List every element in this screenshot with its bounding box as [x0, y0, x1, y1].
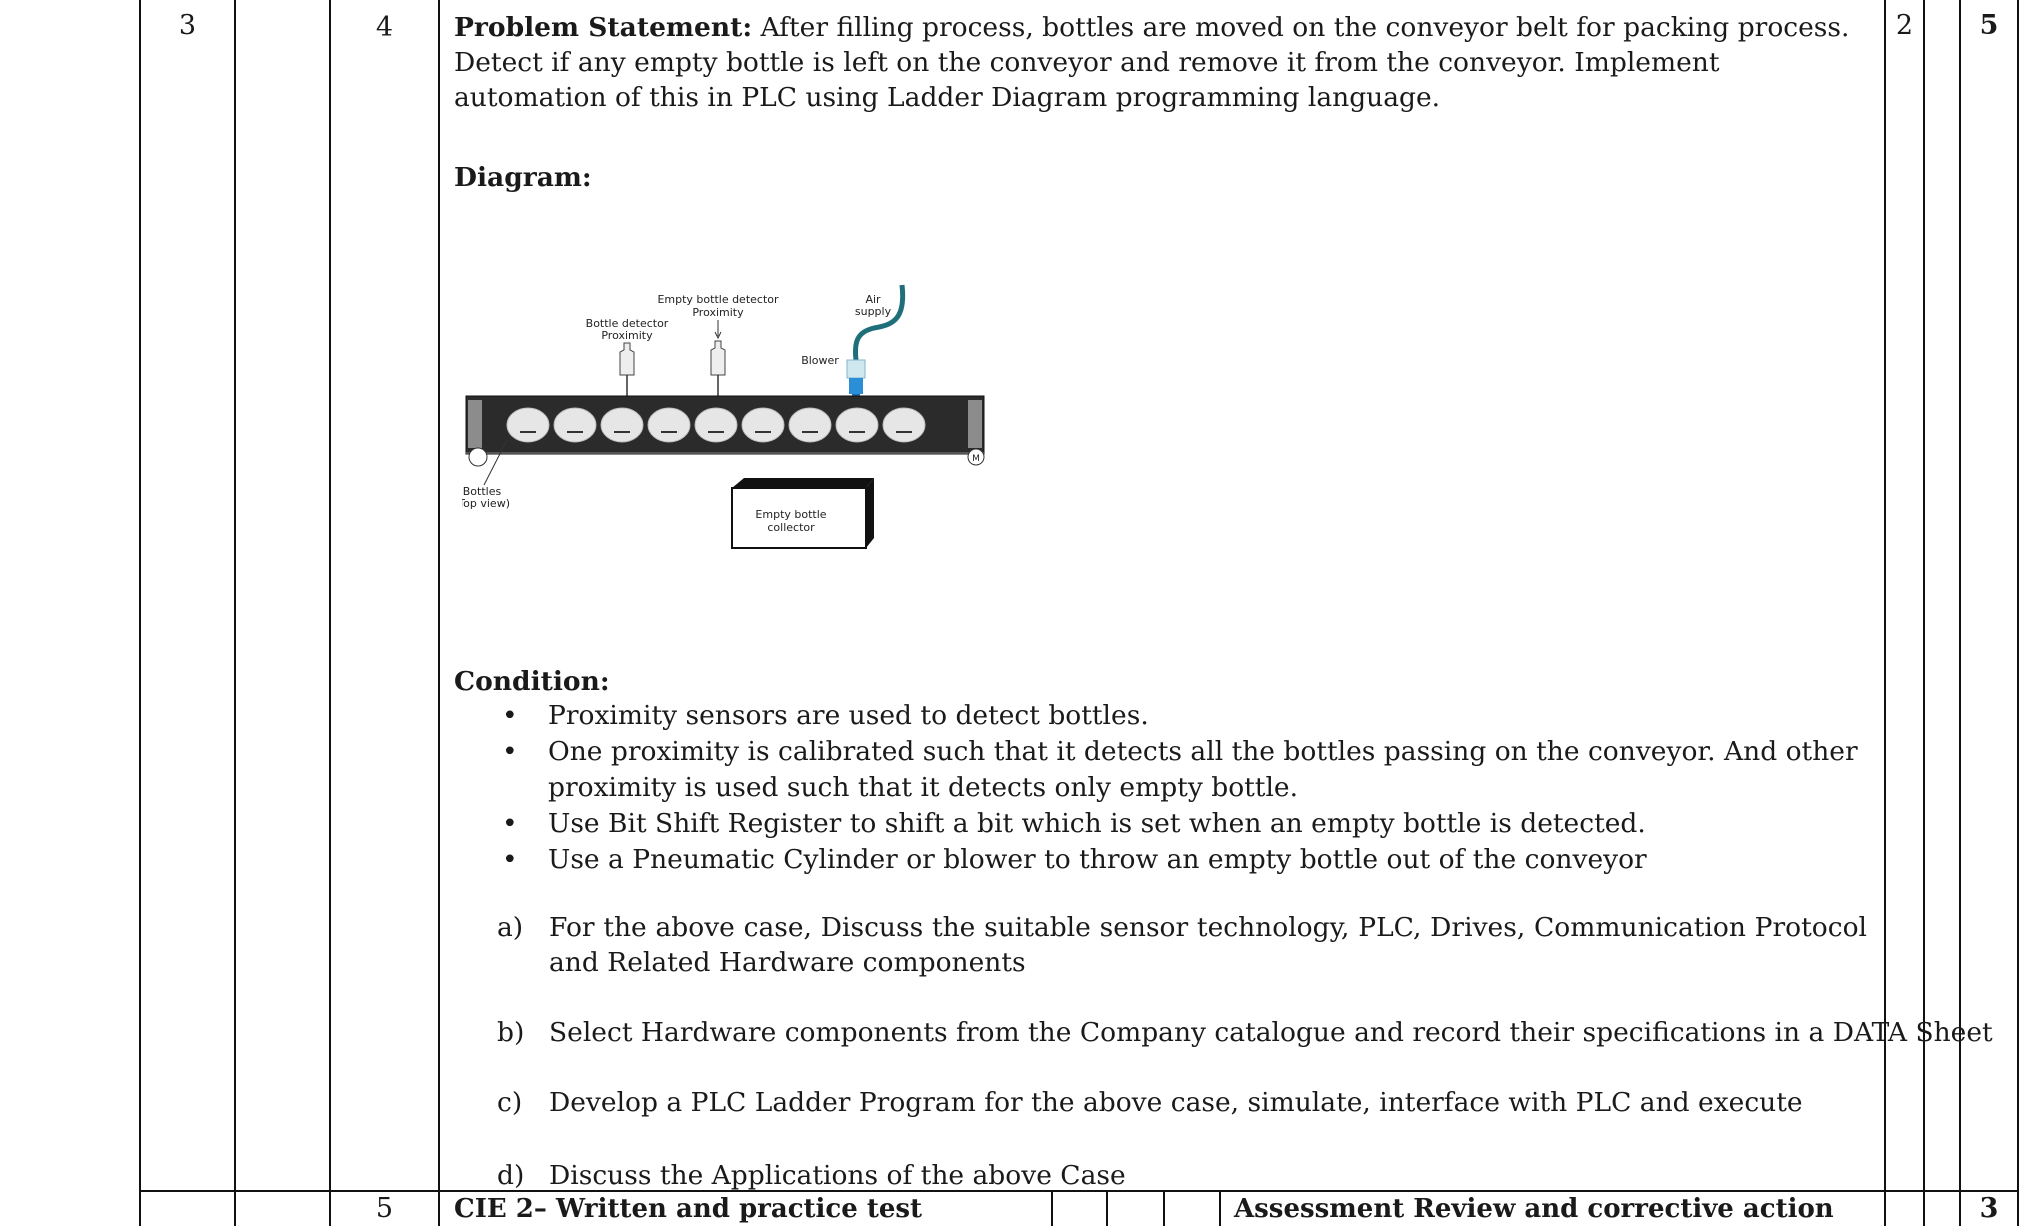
row-separator — [139, 1190, 2019, 1192]
serial-number: 3 — [178, 10, 197, 41]
total-value: 3 — [1979, 1193, 1999, 1224]
empty-detector-label: Empty bottle detector — [657, 293, 779, 306]
list-item: Use Bit Shift Register to shift a bit wh… — [502, 806, 1908, 842]
activity-label: CIE 2– Written and practice test — [454, 1194, 923, 1224]
task-label: d) — [497, 1160, 525, 1191]
table-border — [1219, 1190, 1221, 1226]
blower-icon — [846, 359, 866, 379]
table-border — [1106, 1190, 1108, 1226]
air-supply-label-2: supply — [855, 305, 892, 318]
bottles-top-view-label: (Top view) — [462, 497, 510, 510]
conveyor-roller — [468, 447, 488, 467]
problem-statement: Problem Statement: After filling process… — [454, 10, 1872, 115]
motor-label: M — [972, 454, 980, 464]
list-item: One proximity is calibrated such that it… — [502, 734, 1908, 806]
table-border — [1959, 0, 1961, 1226]
motor-icon — [967, 448, 985, 466]
blower-label: Blower — [801, 354, 839, 367]
task-label: b) — [497, 1017, 525, 1048]
table-border — [1884, 0, 1886, 1226]
review-label: Assessment Review and corrective action — [1234, 1194, 1834, 1224]
empty-bottle-collector — [731, 478, 874, 550]
task-b: b) Select Hardware components from the Co… — [497, 1015, 1993, 1050]
bottles-label: Bottles — [463, 485, 502, 498]
bottle-detector-sensor — [619, 342, 635, 408]
task-label: c) — [497, 1087, 523, 1118]
collector-label: Empty bottle — [755, 508, 826, 521]
table-border — [438, 0, 440, 1226]
air-pipe — [853, 284, 906, 361]
condition-list: Proximity sensors are used to detect bot… — [502, 698, 1908, 878]
air-supply-label: Air — [865, 293, 881, 306]
hours-value: 2 — [1895, 10, 1914, 41]
conveyor-diagram: Empty bottle detector Proximity Bottle d… — [462, 284, 985, 550]
bottle-detector-label: Bottle detector — [586, 317, 669, 330]
task-text: Develop a PLC Ladder Program for the abo… — [549, 1087, 1803, 1118]
task-text: For the above case, Discuss the suitable… — [549, 912, 1867, 978]
table-border — [1163, 1190, 1165, 1226]
collector-label-2: collector — [767, 521, 815, 534]
bottle-detector-proximity-label: Proximity — [601, 329, 653, 342]
problem-label: Problem Statement: — [454, 12, 753, 43]
table-border — [1051, 1190, 1053, 1226]
empty-detector-proximity-label: Proximity — [692, 306, 744, 319]
task-d: d) Discuss the Applications of the above … — [497, 1158, 1126, 1193]
list-item: Use a Pneumatic Cylinder or blower to th… — [502, 842, 1908, 878]
bottles-group — [506, 407, 926, 443]
table-border — [234, 0, 236, 1226]
list-item: Proximity sensors are used to detect bot… — [502, 698, 1908, 734]
week-number: 5 — [375, 1193, 394, 1224]
task-a: a) For the above case, Discuss the suitab… — [497, 910, 1872, 980]
task-c: c) Develop a PLC Ladder Program for the a… — [497, 1085, 1803, 1120]
total-value: 5 — [1979, 10, 1999, 41]
task-label: a) — [497, 912, 524, 943]
problem-text: After filling process, bottles are moved… — [454, 12, 1850, 113]
table-border-right — [2017, 0, 2019, 1226]
table-border-left — [139, 0, 141, 1226]
task-text: Discuss the Applications of the above Ca… — [549, 1160, 1126, 1191]
table-border — [329, 0, 331, 1226]
task-text: Select Hardware components from the Comp… — [549, 1017, 1993, 1048]
condition-label: Condition: — [454, 666, 610, 697]
diagram-label: Diagram: — [454, 162, 592, 193]
table-border — [1923, 0, 1925, 1226]
week-number: 4 — [375, 12, 394, 43]
